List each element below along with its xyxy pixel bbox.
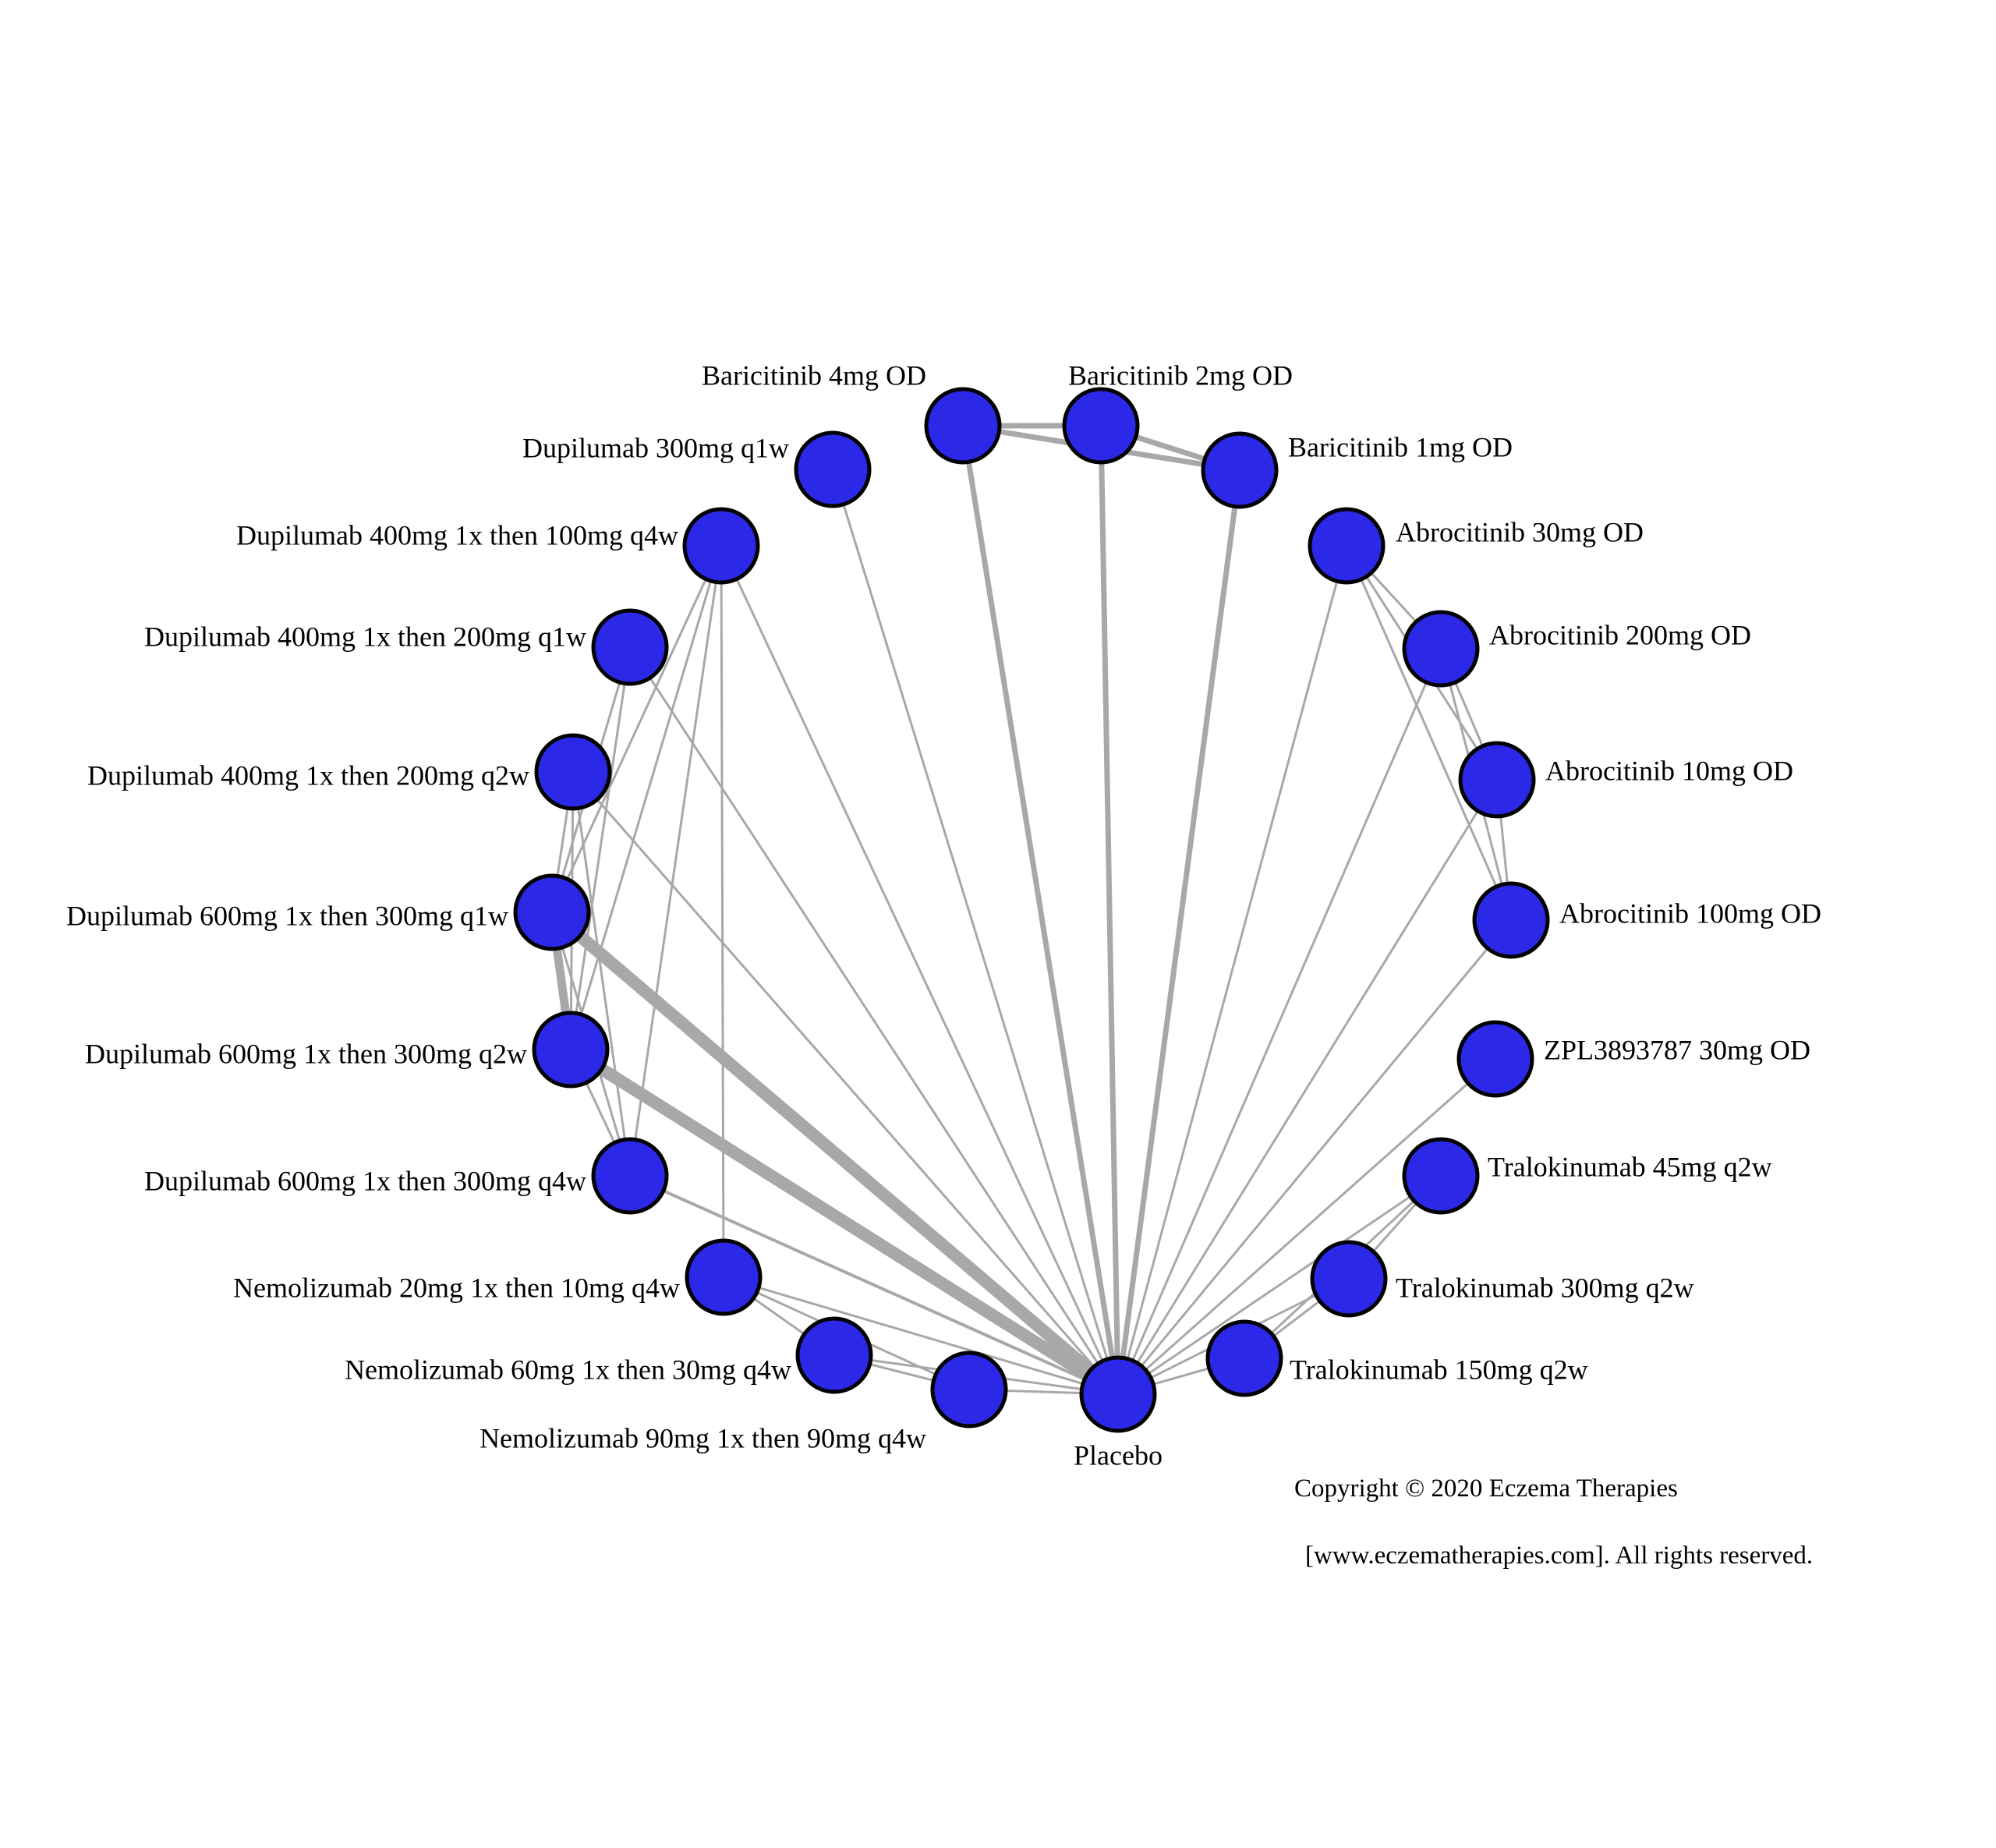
- node-label-tralo300: Tralokinumab 300mg q2w: [1396, 1272, 1694, 1303]
- graph-edge: [1117, 1057, 1496, 1396]
- graph-node-nemo20[interactable]: [685, 1238, 763, 1316]
- graph-edge: [1115, 469, 1243, 1395]
- graph-edge: [572, 771, 632, 1177]
- graph-edge: [567, 1044, 1122, 1400]
- nodes-layer: [513, 387, 1550, 1433]
- graph-edge: [1117, 545, 1348, 1395]
- node-label-dupi600q1w: Dupilumab 600mg 1x then 300mg q1w: [66, 900, 508, 931]
- graph-edge: [831, 469, 1120, 1395]
- node-label-dupi600q4w: Dupilumab 600mg 1x then 300mg q4w: [144, 1165, 586, 1196]
- graph-node-tralo45[interactable]: [1402, 1137, 1480, 1215]
- graph-edge: [628, 545, 723, 1177]
- graph-edge: [629, 1174, 1119, 1396]
- node-label-abro30: Abrocitinib 30mg OD: [1396, 516, 1644, 547]
- graph-edge: [569, 545, 723, 1050]
- node-label-dupi400q4w: Dupilumab 400mg 1x then 100mg q4w: [236, 519, 678, 551]
- node-label-abro10: Abrocitinib 10mg OD: [1545, 755, 1793, 786]
- graph-node-dupi400q4w[interactable]: [682, 507, 760, 585]
- graph-node-dupi600q4w[interactable]: [591, 1137, 669, 1215]
- graph-edge: [1098, 425, 1121, 1395]
- graph-node-abro200[interactable]: [1402, 610, 1480, 688]
- graph-edge: [1117, 1174, 1442, 1396]
- copyright-notice: Copyright © 2020 Eczema Therapies [www.e…: [1294, 1439, 1813, 1605]
- graph-node-abro100[interactable]: [1472, 881, 1550, 959]
- node-label-dupi400q2w: Dupilumab 400mg 1x then 200mg q2w: [87, 759, 529, 791]
- graph-node-dupi600q2w[interactable]: [532, 1011, 610, 1089]
- node-label-abro200: Abrocitinib 200mg OD: [1489, 619, 1751, 650]
- node-labels-layer: Baricitinib 4mg OD Baricitinib 2mg OD Bari…: [66, 359, 1821, 1471]
- graph-edge: [720, 545, 1120, 1395]
- graph-node-dupi600q1w[interactable]: [513, 873, 591, 951]
- graph-edge: [1345, 545, 1513, 921]
- graph-node-bari2[interactable]: [1062, 387, 1140, 465]
- graph-node-bari1[interactable]: [1201, 431, 1279, 509]
- node-label-dupi600q2w: Dupilumab 600mg 1x then 300mg q2w: [85, 1038, 527, 1069]
- node-label-tralo150: Tralokinumab 150mg q2w: [1290, 1354, 1588, 1385]
- node-label-bari2: Baricitinib 2mg OD: [1068, 359, 1293, 391]
- graph-edge: [550, 545, 723, 913]
- graph-node-abro10[interactable]: [1458, 741, 1536, 819]
- copyright-line-2: [www.eczematherapies.com]. All rights re…: [1305, 1541, 1814, 1570]
- node-label-bari1: Baricitinib 1mg OD: [1288, 431, 1513, 462]
- node-label-dupi300q1w: Dupilumab 300mg q1w: [522, 432, 789, 463]
- graph-edge: [1117, 919, 1513, 1395]
- graph-node-dupi400q2w[interactable]: [534, 733, 612, 811]
- graph-node-bari4[interactable]: [924, 387, 1002, 465]
- node-label-bari4: Baricitinib 4mg OD: [702, 359, 926, 391]
- graph-node-tralo150[interactable]: [1205, 1319, 1283, 1397]
- graph-node-dupi300q1w[interactable]: [794, 430, 872, 508]
- graph-node-zpl30[interactable]: [1456, 1020, 1534, 1098]
- copyright-line-1: Copyright © 2020 Eczema Therapies: [1294, 1474, 1678, 1503]
- graph-edge: [569, 646, 632, 1050]
- graph-node-dupi400q1w[interactable]: [591, 608, 669, 686]
- graph-node-abro30[interactable]: [1308, 507, 1386, 585]
- node-label-abro100: Abrocitinib 100mg OD: [1559, 897, 1821, 929]
- graph-edge: [960, 425, 1121, 1395]
- graph-edge: [1117, 648, 1442, 1395]
- graph-node-placebo[interactable]: [1079, 1355, 1157, 1433]
- node-label-nemo90: Nemolizumab 90mg 1x then 90mg q4w: [480, 1422, 926, 1453]
- graph-edge: [1117, 779, 1499, 1395]
- graph-node-tralo300[interactable]: [1310, 1240, 1388, 1318]
- graph-edge: [720, 545, 725, 1278]
- node-label-nemo60: Nemolizumab 60mg 1x then 30mg q4w: [345, 1354, 791, 1385]
- graph-node-nemo60[interactable]: [795, 1316, 873, 1394]
- graph-node-nemo90[interactable]: [930, 1351, 1008, 1428]
- graph-edge: [723, 1276, 1119, 1396]
- node-label-placebo: Placebo: [1074, 1439, 1163, 1471]
- node-label-dupi400q1w: Dupilumab 400mg 1x then 200mg q1w: [144, 621, 586, 652]
- node-label-zpl30: ZPL3893787 30mg OD: [1544, 1034, 1810, 1065]
- node-label-tralo45: Tralokinumab 45mg q2w: [1488, 1151, 1772, 1182]
- graph-edge: [547, 907, 1123, 1400]
- graph-edge: [572, 771, 1120, 1395]
- graph-edge: [628, 646, 1120, 1395]
- node-label-nemo20: Nemolizumab 20mg 1x then 10mg q4w: [233, 1272, 680, 1303]
